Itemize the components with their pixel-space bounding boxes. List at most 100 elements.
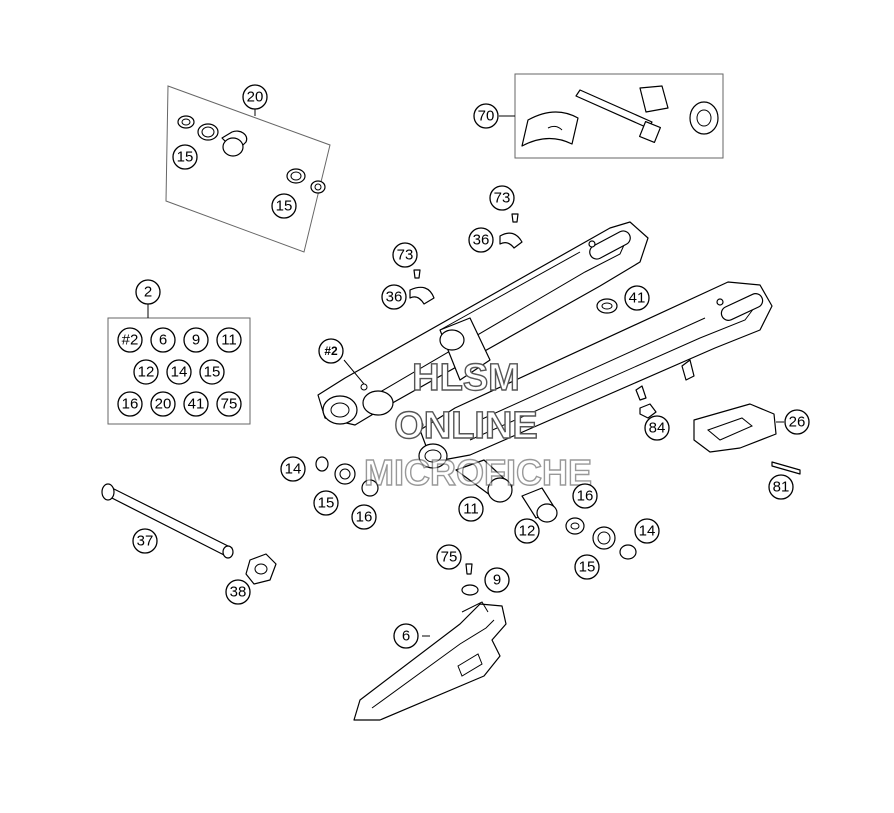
- callout-2-ref: #2: [318, 338, 344, 364]
- callout-16: 16: [351, 504, 377, 530]
- callout-15: 15: [172, 144, 198, 170]
- swingarm-repair-kit-box: [107, 304, 251, 425]
- kit-item-callout: 12: [133, 359, 159, 385]
- kit-item-callout: #2: [117, 327, 143, 353]
- callout-26: 26: [784, 409, 810, 435]
- callout-70: 70: [473, 103, 499, 129]
- svg-text:75: 75: [221, 396, 238, 413]
- tool-kit-box: [499, 73, 724, 159]
- svg-text:#2: #2: [122, 332, 139, 349]
- bearing-ring-part: [197, 123, 219, 141]
- callout-73: 73: [489, 185, 515, 211]
- svg-text:12: 12: [519, 523, 536, 540]
- svg-text:20: 20: [155, 396, 172, 413]
- svg-text:38: 38: [230, 584, 247, 601]
- callout-20: 20: [242, 84, 268, 110]
- washer-part: [361, 479, 379, 497]
- svg-text:9: 9: [493, 572, 501, 589]
- callout-37: 37: [132, 528, 158, 554]
- callout-14: 14: [634, 518, 660, 544]
- callout-2: 2: [135, 279, 161, 305]
- bearing-part: [334, 463, 356, 485]
- watermark-line2: ONLINE: [394, 405, 538, 447]
- kit-item-callout: 14: [166, 359, 192, 385]
- screw-part: [413, 269, 421, 279]
- washer-part: [461, 584, 479, 596]
- svg-text:15: 15: [204, 364, 221, 381]
- svg-text:84: 84: [649, 420, 666, 437]
- svg-text:73: 73: [494, 190, 511, 207]
- bearing-part: [592, 526, 616, 550]
- callout-15: 15: [313, 490, 339, 516]
- svg-text:36: 36: [386, 289, 403, 306]
- seal-part: [619, 544, 637, 560]
- callout-11: 11: [458, 496, 484, 522]
- svg-text:70: 70: [478, 108, 495, 125]
- threaded-rod-part: [575, 89, 653, 129]
- nut-part: [245, 553, 277, 585]
- svg-text:26: 26: [789, 414, 806, 431]
- svg-text:15: 15: [177, 149, 194, 166]
- clamp-part: [409, 286, 435, 305]
- callout-16: 16: [572, 483, 598, 509]
- seal-part: [315, 456, 329, 472]
- callout-81: 81: [768, 474, 794, 500]
- spacer-part: [639, 85, 669, 113]
- svg-text:12: 12: [138, 364, 155, 381]
- chain-slider-part: [353, 601, 507, 721]
- callout-75: 75: [436, 544, 462, 570]
- callout-12: 12: [514, 518, 540, 544]
- screw-part: [771, 461, 801, 475]
- seal-ring-part: [310, 180, 326, 194]
- svg-text:36: 36: [473, 232, 490, 249]
- svg-text:15: 15: [579, 559, 596, 576]
- callout-6: 6: [393, 623, 419, 649]
- hardware-parts: [245, 213, 801, 596]
- pivot-axle-part: [101, 483, 234, 559]
- pivot-bearings-left: [315, 456, 379, 497]
- ring-part: [596, 298, 618, 314]
- svg-text:16: 16: [122, 396, 139, 413]
- screw-part: [511, 213, 519, 223]
- svg-text:15: 15: [318, 495, 335, 512]
- callout-38: 38: [225, 579, 251, 605]
- bearing-ring-part: [286, 168, 306, 184]
- seal-ring-part: [177, 115, 195, 129]
- kit-item-callout: 16: [117, 391, 143, 417]
- svg-text:73: 73: [397, 247, 414, 264]
- puller-sleeve-part: [521, 111, 579, 147]
- washer-part: [565, 517, 585, 535]
- svg-text:14: 14: [285, 461, 302, 478]
- svg-text:#2: #2: [324, 344, 338, 358]
- svg-text:11: 11: [463, 501, 479, 518]
- bearing-kit-box: [165, 85, 331, 253]
- kit-item-callout: 15: [199, 359, 225, 385]
- svg-text:75: 75: [441, 549, 458, 566]
- chain-guide-part: [693, 403, 784, 453]
- svg-text:37: 37: [137, 533, 154, 550]
- callout-36: 36: [468, 227, 494, 253]
- kit-item-callout: 20: [150, 391, 176, 417]
- kit-item-callout: 6: [150, 327, 176, 353]
- svg-text:11: 11: [221, 332, 237, 349]
- kit-item-callout: 75: [216, 391, 242, 417]
- callout-9: 9: [484, 567, 510, 593]
- svg-text:14: 14: [639, 523, 656, 540]
- callout-15: 15: [271, 193, 297, 219]
- watermark: HLSM ONLINE MICROFICHE: [363, 356, 592, 493]
- callout-41: 41: [624, 285, 650, 311]
- callout-14: 14: [280, 456, 306, 482]
- kit-item-callout: 9: [183, 327, 209, 353]
- svg-text:14: 14: [171, 364, 188, 381]
- watermark-line3: MICROFICHE: [364, 452, 592, 493]
- svg-text:81: 81: [773, 479, 790, 496]
- svg-text:20: 20: [247, 89, 264, 106]
- svg-text:2: 2: [144, 284, 152, 301]
- svg-text:41: 41: [188, 396, 205, 413]
- bearing-part: [689, 101, 719, 135]
- watermark-line1: HLSM: [412, 357, 520, 399]
- svg-text:6: 6: [402, 628, 410, 645]
- kit-item-callout: 41: [183, 391, 209, 417]
